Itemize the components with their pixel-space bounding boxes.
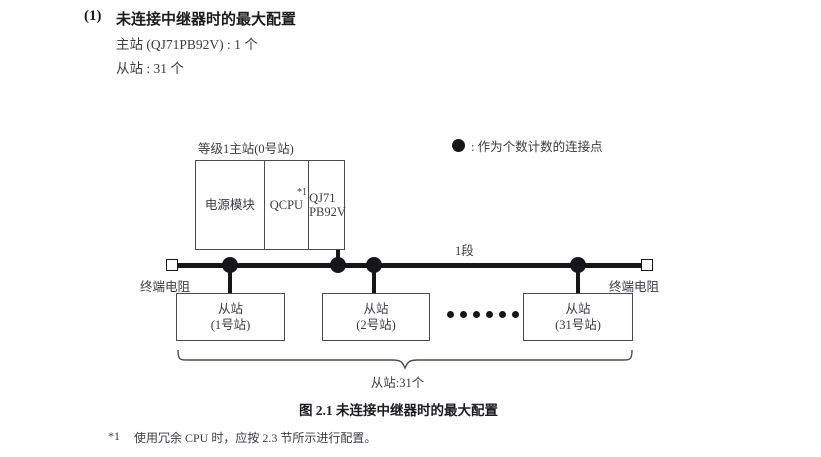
- ellipsis-dot: [512, 311, 519, 318]
- segment-label: 1段: [455, 244, 474, 258]
- slave-station-31-line2: (31号站): [555, 318, 601, 332]
- terminating-resistor-label-right: 终端电阻: [609, 280, 660, 294]
- slave-station-2-line1: 从站: [363, 302, 389, 316]
- slave-range-label: 从站:31个: [370, 376, 425, 390]
- page-title: 未连接中继器时的最大配置: [116, 12, 297, 28]
- ellipsis-dot: [499, 311, 506, 318]
- module-qj71pb92v-line1: QJ71: [309, 190, 336, 205]
- ellipsis-dot: [486, 311, 493, 318]
- connection-node-icon-master: [330, 257, 346, 273]
- terminating-resistor-icon-left: [166, 259, 178, 271]
- slave1-drop-line: [228, 266, 232, 294]
- ellipsis-dot: [447, 311, 454, 318]
- spec-master-count: 主站 (QJ71PB92V) : 1 个: [116, 37, 258, 52]
- connection-node-icon-slave1: [222, 257, 238, 273]
- filled-circle-icon: [452, 139, 465, 152]
- module-qj71pb92v-line2: PB92V: [309, 205, 346, 219]
- ellipsis-dots: [447, 311, 519, 318]
- slave-station-1-line2: (1号站): [210, 318, 251, 332]
- terminating-resistor-icon-right: [641, 259, 653, 271]
- slave-station-1-line1: 从站: [217, 302, 243, 316]
- spec-slave-count: 从站 : 31 个: [116, 61, 184, 76]
- slave-station-2: 从站 (2号站): [322, 293, 430, 341]
- slave31-drop-line: [576, 266, 580, 294]
- connection-node-icon-slave2: [366, 257, 382, 273]
- footnote-text: 使用冗余 CPU 时，应按 2.3 节所示进行配置。: [134, 431, 377, 445]
- figure-caption: 图 2.1 未连接中继器时的最大配置: [298, 403, 499, 418]
- footnote-marker: *1: [108, 429, 120, 443]
- module-power-supply: 电源模块: [196, 161, 265, 249]
- legend: : 作为个数计数的连接点: [452, 136, 603, 155]
- ellipsis-dot: [460, 311, 467, 318]
- legend-label: : 作为个数计数的连接点: [471, 140, 603, 154]
- master-station-title: 等级1主站(0号站): [198, 142, 294, 156]
- module-qcpu-label: QCPU: [269, 197, 304, 212]
- slave2-drop-line: [372, 266, 376, 294]
- slave-station-31-line1: 从站: [565, 302, 591, 316]
- slave-range-brace: [177, 349, 633, 370]
- slave-station-1: 从站 (1号站): [176, 293, 285, 341]
- connection-node-icon-slave31: [570, 257, 586, 273]
- heading-number: (1): [84, 8, 102, 24]
- slave-station-31: 从站 (31号站): [523, 293, 633, 341]
- module-power-supply-label: 电源模块: [204, 197, 255, 212]
- terminating-resistor-label-left: 终端电阻: [140, 280, 191, 294]
- footnote-marker-qcpu: *1: [297, 187, 307, 198]
- slave-station-2-line2: (2号站): [356, 318, 396, 332]
- bus-trunk-line: [176, 263, 646, 268]
- module-qcpu: QCPU *1: [265, 161, 309, 249]
- footnote: *1 使用冗余 CPU 时，应按 2.3 节所示进行配置。: [108, 429, 376, 446]
- master-station-rack: 电源模块 QCPU *1 QJ71 PB92V: [195, 160, 346, 250]
- ellipsis-dot: [473, 311, 480, 318]
- module-qj71pb92v: QJ71 PB92V: [309, 161, 346, 249]
